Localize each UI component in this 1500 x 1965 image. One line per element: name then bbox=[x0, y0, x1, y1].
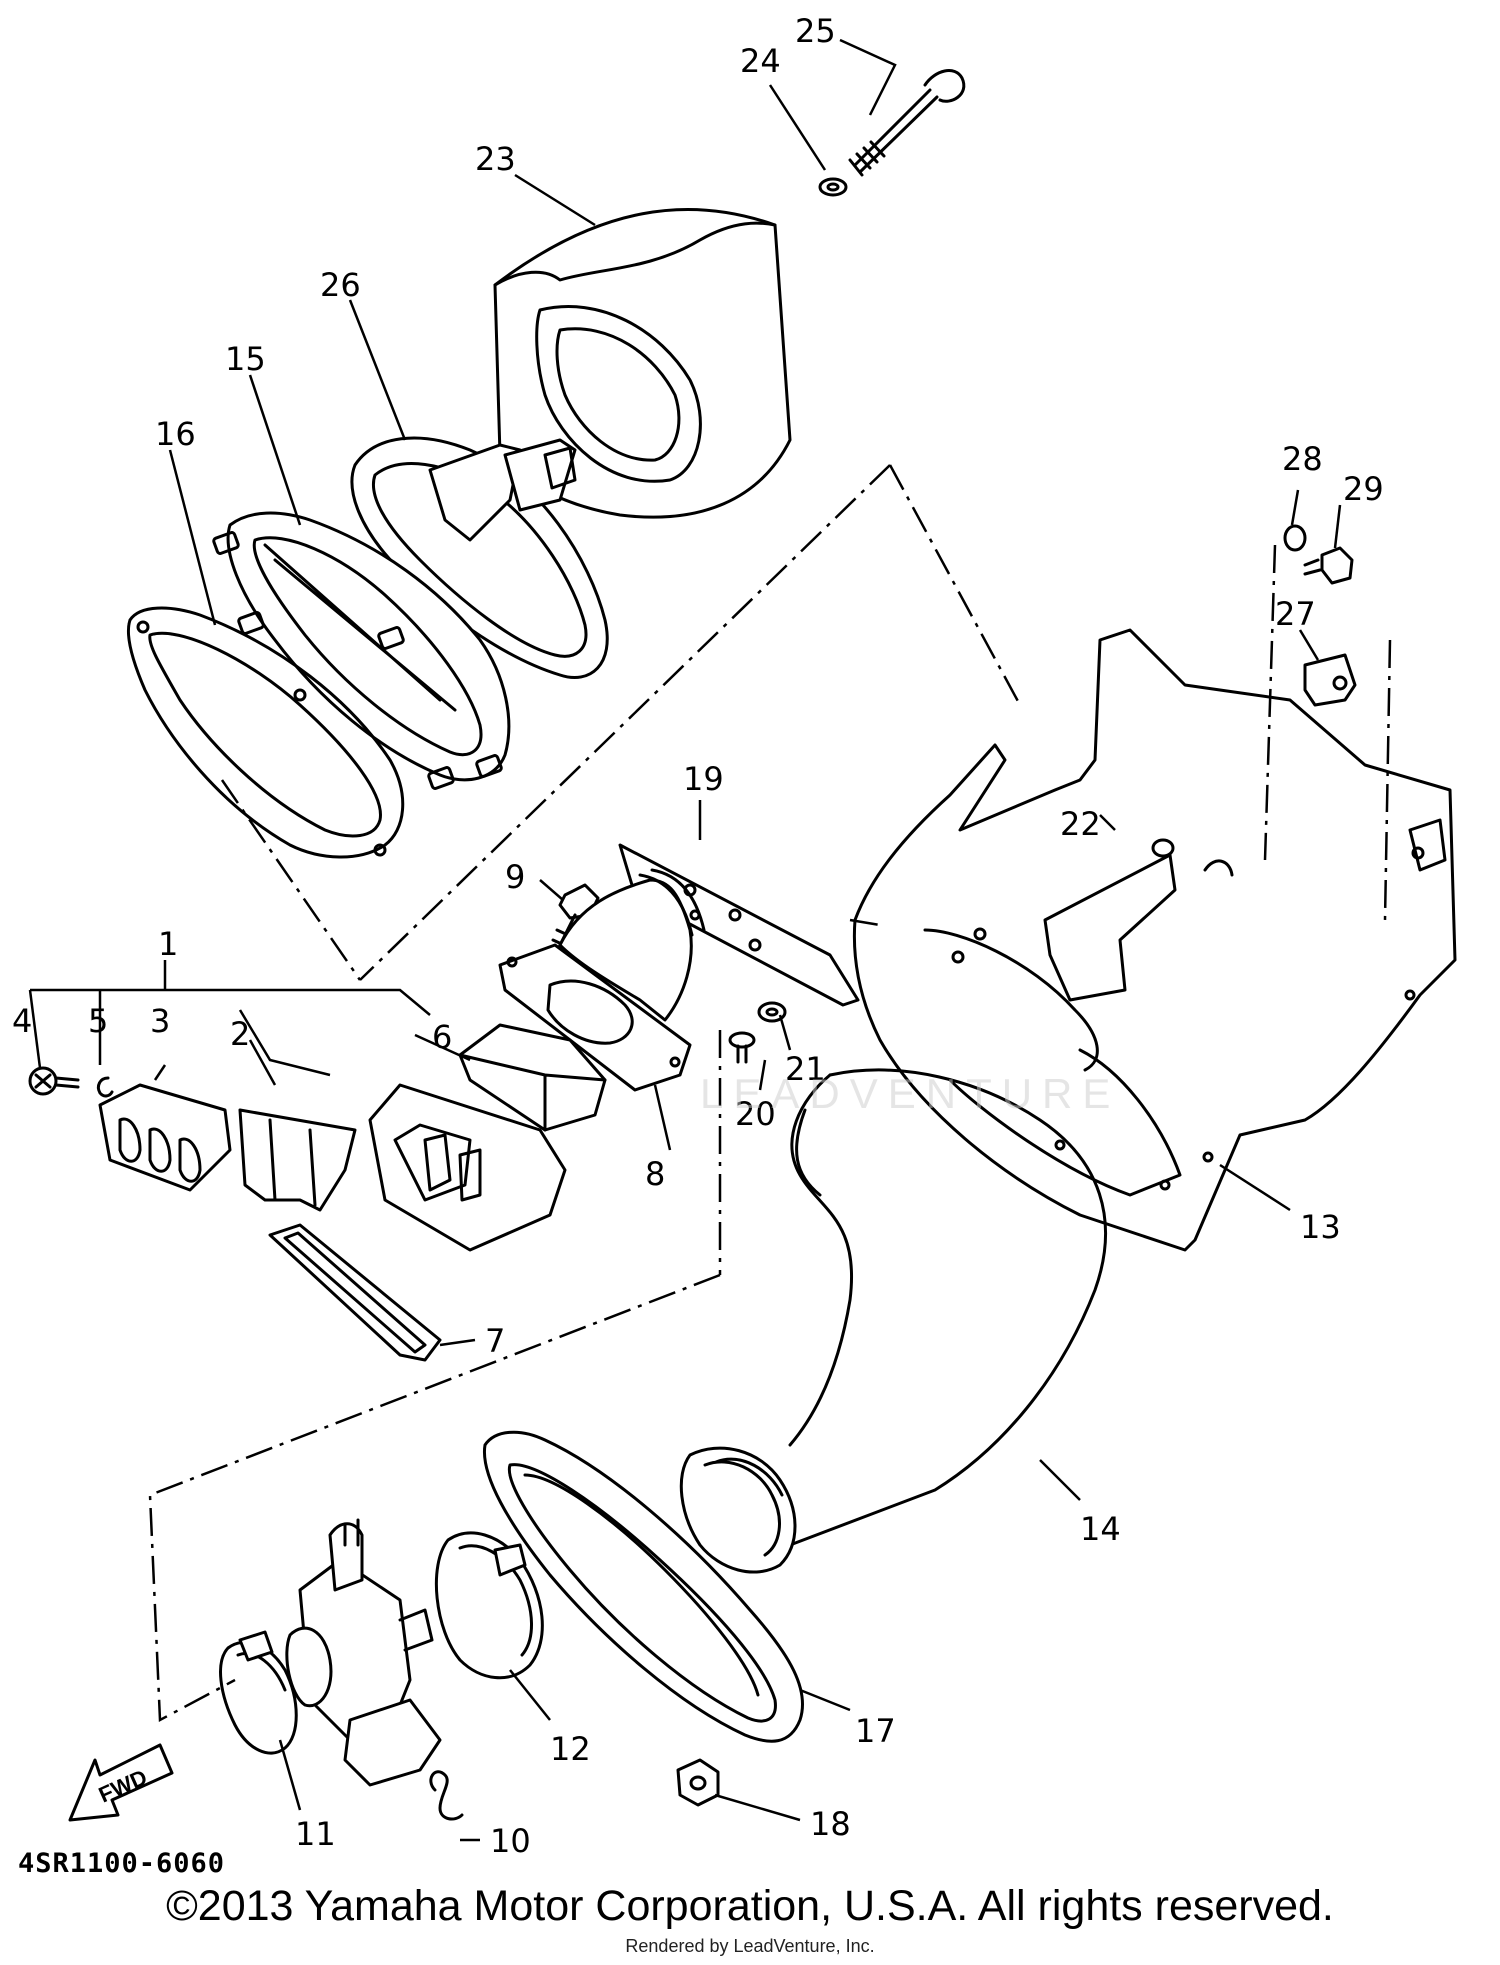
part-3-reed-plate bbox=[98, 1083, 232, 1192]
part-1-reed-valve-body bbox=[368, 1083, 567, 1252]
part-20-pin bbox=[728, 1031, 756, 1064]
diagram-code: 4SR1100-6060 bbox=[18, 1848, 226, 1879]
callouts: 25 24 23 26 15 16 28 29 27 22 19 9 1 4 5… bbox=[12, 12, 1384, 1860]
callout-24: 24 bbox=[740, 42, 781, 80]
callout-21: 21 bbox=[785, 1050, 826, 1088]
leader-lines bbox=[28, 38, 1342, 1842]
part-27-clip bbox=[1303, 653, 1357, 707]
part-10-clip bbox=[429, 1770, 464, 1821]
part-24-washer bbox=[818, 177, 848, 197]
part-2-reeds bbox=[238, 1108, 357, 1212]
part-13-air-box bbox=[852, 628, 1457, 1252]
callout-13: 13 bbox=[1300, 1208, 1341, 1246]
copyright-notice: ©2013 Yamaha Motor Corporation, U.S.A. A… bbox=[166, 1882, 1334, 1930]
callout-15: 15 bbox=[225, 340, 266, 378]
callout-11: 11 bbox=[295, 1815, 336, 1853]
watermark: LEADVENTURE bbox=[700, 1070, 1121, 1117]
callout-14: 14 bbox=[1080, 1510, 1121, 1548]
callout-4: 4 bbox=[12, 1002, 32, 1040]
callout-26: 26 bbox=[320, 266, 361, 304]
rendered-by-notice: Rendered by LeadVenture, Inc. bbox=[625, 1936, 875, 1956]
part-29-bolt bbox=[1303, 546, 1354, 585]
callout-2: 2 bbox=[230, 1015, 250, 1053]
part-6-block bbox=[458, 1023, 607, 1132]
part-7-gasket bbox=[268, 1223, 442, 1362]
callout-17: 17 bbox=[855, 1712, 896, 1750]
callout-10: 10 bbox=[490, 1822, 531, 1860]
part-14-intake-boot bbox=[679, 1068, 1107, 1574]
part-4-screw bbox=[28, 1066, 80, 1096]
callout-1: 1 bbox=[158, 925, 178, 963]
assembly-lines bbox=[148, 464, 1392, 1723]
callout-5: 5 bbox=[88, 1002, 108, 1040]
callout-6: 6 bbox=[432, 1018, 452, 1056]
part-28-washer bbox=[1283, 524, 1307, 552]
part-15-filter-plate bbox=[212, 511, 511, 790]
callout-3: 3 bbox=[150, 1002, 170, 1040]
part-12-clamp bbox=[434, 1531, 544, 1680]
callout-23: 23 bbox=[475, 140, 516, 178]
callout-9: 9 bbox=[505, 858, 525, 896]
part-18-nut bbox=[676, 1758, 720, 1807]
callout-25: 25 bbox=[795, 12, 836, 50]
callout-20: 20 bbox=[735, 1095, 776, 1133]
part-25-bolt bbox=[848, 69, 966, 177]
callout-12: 12 bbox=[550, 1730, 591, 1768]
fwd-arrow-icon: FWD bbox=[68, 1743, 174, 1822]
carburetor bbox=[285, 1518, 442, 1787]
part-23-air-filter bbox=[493, 207, 792, 519]
callout-18: 18 bbox=[810, 1805, 851, 1843]
part-11-clamp bbox=[219, 1630, 298, 1755]
part-8-intake-joint bbox=[498, 868, 706, 1092]
part-22-grommet bbox=[1151, 838, 1175, 858]
callout-28: 28 bbox=[1282, 440, 1323, 478]
part-17-flange bbox=[482, 1430, 805, 1743]
callout-22: 22 bbox=[1060, 805, 1101, 843]
callout-27: 27 bbox=[1275, 595, 1316, 633]
callout-29: 29 bbox=[1343, 470, 1384, 508]
part-5-ring bbox=[96, 1076, 114, 1098]
part-26-filter-guide bbox=[350, 436, 609, 680]
callout-16: 16 bbox=[155, 415, 196, 453]
callout-19: 19 bbox=[683, 760, 724, 798]
callout-7: 7 bbox=[485, 1322, 505, 1360]
part-21-grommet bbox=[757, 1001, 787, 1023]
part-16-gasket bbox=[126, 606, 405, 859]
callout-8: 8 bbox=[645, 1155, 665, 1193]
